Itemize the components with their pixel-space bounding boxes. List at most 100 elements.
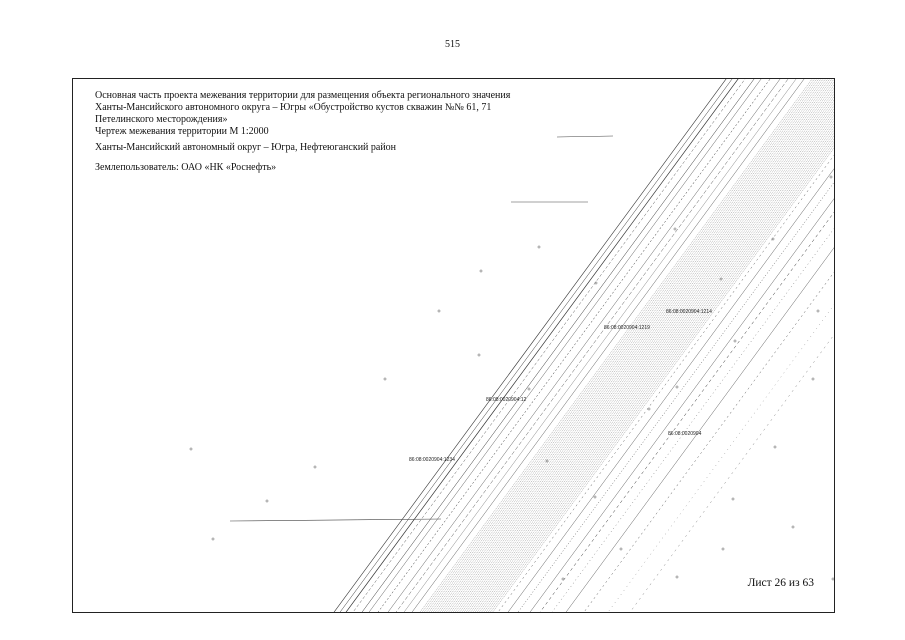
map-labels: 86:08:0020904:1214 86:08:0020904:1219 86… xyxy=(409,309,712,463)
corridor-line-11 xyxy=(411,79,805,612)
survey-point-9 xyxy=(733,339,737,343)
hatch-line xyxy=(468,114,834,612)
hatch-line xyxy=(435,79,828,612)
corridor-line-13 xyxy=(507,168,834,612)
label-cadastral-1234: 86:08:0020904:1234 xyxy=(409,457,455,463)
survey-point-12 xyxy=(593,495,597,499)
survey-point-11 xyxy=(647,407,651,411)
hatch-line xyxy=(466,111,834,612)
corridor-line-6 xyxy=(368,79,762,612)
hatch-line xyxy=(444,81,834,612)
hatch-line xyxy=(450,90,834,612)
corridor-line-18 xyxy=(565,247,834,612)
survey-point-4 xyxy=(673,227,677,231)
hatch-line xyxy=(485,138,834,612)
corridor-line-20 xyxy=(607,304,834,612)
survey-point-22 xyxy=(383,377,387,381)
label-leaders xyxy=(229,135,614,522)
hatch-line xyxy=(441,79,834,612)
cadastral-drawing: 86:08:0020904:1214 86:08:0020904:1219 86… xyxy=(189,79,834,612)
corridor-line-2 xyxy=(339,79,733,612)
corridor-line-19 xyxy=(583,271,834,612)
corridor-line-4 xyxy=(352,79,746,612)
hatch-line xyxy=(437,79,830,612)
hatch-line xyxy=(428,79,822,612)
hatch-line xyxy=(490,144,834,612)
corridor-line-8 xyxy=(387,79,781,612)
hatch-line xyxy=(483,135,834,612)
survey-point-8 xyxy=(829,175,833,179)
region-line: Ханты-Мансийский автономный округ – Югра… xyxy=(95,142,397,153)
hatch-line xyxy=(455,96,834,612)
hatch-line xyxy=(481,132,834,612)
hatch-line xyxy=(457,99,834,612)
corridor-line-1 xyxy=(333,79,727,612)
hatch-line xyxy=(452,93,834,612)
hatch-line xyxy=(472,120,834,612)
label-cadastral-1219: 86:08:0020904:1219 xyxy=(604,325,650,331)
leader-line-3 xyxy=(556,135,614,138)
corridor-line-12 xyxy=(497,154,834,612)
label-cadastral-block: 86:08:0020904 xyxy=(668,431,702,437)
survey-point-27 xyxy=(477,353,481,357)
corridor-line-3 xyxy=(345,79,739,612)
title-block: Основная часть проекта межевания террито… xyxy=(95,90,615,174)
hatch-line xyxy=(433,79,826,612)
page-number: 515 xyxy=(445,39,460,50)
survey-point-15 xyxy=(675,575,679,579)
survey-point-20 xyxy=(831,577,834,581)
hatched-land-allotment xyxy=(419,79,834,612)
survey-point-26 xyxy=(189,447,193,451)
hatch-line xyxy=(470,117,834,612)
hatch-line xyxy=(446,84,834,612)
corridor-line-16 xyxy=(539,211,834,612)
survey-point-3 xyxy=(594,281,598,285)
survey-point-1 xyxy=(479,269,483,273)
hatch-line xyxy=(439,79,833,612)
survey-point-10 xyxy=(675,385,679,389)
drawing-frame: 86:08:0020904:1214 86:08:0020904:1219 86… xyxy=(72,78,835,613)
corridor-line-9 xyxy=(395,79,789,612)
drawing-title: Чертеж межевания территории М 1:2000 xyxy=(95,126,269,137)
corridor-line-15 xyxy=(529,198,834,612)
label-cadastral-12xx: 86:08:0020904:12 xyxy=(486,397,527,403)
sheet-number: Лист 26 из 63 xyxy=(747,577,814,589)
title-line-3: Петелинского месторождения» xyxy=(95,114,228,125)
corridor-line-21 xyxy=(629,334,834,612)
survey-point-2 xyxy=(537,245,541,249)
hatch-line xyxy=(422,79,815,612)
hatch-line xyxy=(419,79,813,612)
survey-point-6 xyxy=(771,237,775,241)
title-line-2: Ханты-Мансийского автономного округа – Ю… xyxy=(95,102,492,113)
survey-point-7 xyxy=(816,309,820,313)
survey-point-16 xyxy=(731,497,735,501)
survey-point-29 xyxy=(561,577,565,581)
hatch-line xyxy=(479,129,834,612)
corridor-line-5 xyxy=(361,79,755,612)
survey-point-19 xyxy=(791,525,795,529)
hatch-line xyxy=(424,79,817,612)
hatch-line xyxy=(477,126,834,612)
pipeline-corridor-lines xyxy=(333,79,834,612)
hatch-line xyxy=(448,87,834,612)
survey-point-17 xyxy=(773,445,777,449)
hatch-line xyxy=(474,123,834,612)
survey-point-23 xyxy=(313,465,317,469)
corridor-line-10 xyxy=(403,79,797,612)
survey-point-5 xyxy=(719,277,723,281)
hatch-line xyxy=(430,79,824,612)
hatch-line xyxy=(426,79,819,612)
land-user-line: Землепользователь: ОАО «НК «Роснефть» xyxy=(95,162,277,173)
survey-point-14 xyxy=(619,547,623,551)
title-line-1: Основная часть проекта межевания террито… xyxy=(95,90,511,101)
hatch-line xyxy=(492,147,834,612)
hatch-line xyxy=(459,102,834,612)
survey-point-24 xyxy=(265,499,269,503)
label-cadastral-1214: 86:08:0020904:1214 xyxy=(666,309,712,315)
leader-line-2 xyxy=(229,518,442,522)
survey-point-28 xyxy=(527,387,531,391)
survey-point-18 xyxy=(811,377,815,381)
hatch-line xyxy=(488,141,834,612)
survey-point-30 xyxy=(721,547,725,551)
